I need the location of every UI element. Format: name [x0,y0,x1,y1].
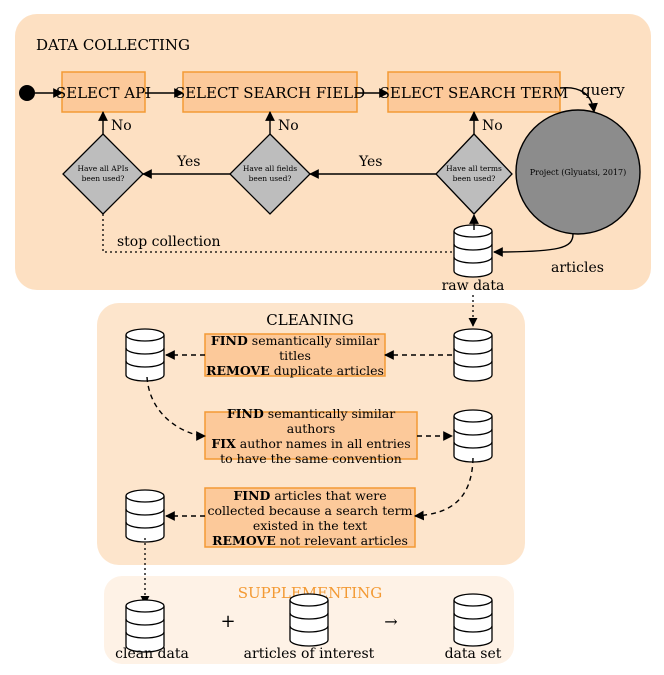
cleaning-step-2-box [204,411,418,460]
cleaning-title: CLEANING [266,311,353,329]
stop-collection-label: stop collection [117,234,221,250]
articles-of-interest-db-icon [289,593,329,647]
select-field-label: SELECT SEARCH FIELD [175,84,365,102]
yes-label-fields: Yes [176,154,201,170]
project-circle [515,109,641,235]
query-label: query [581,81,625,99]
collecting-title: DATA COLLECTING [36,36,190,54]
select-api-label: SELECT API [56,84,151,102]
all-fields-text-1: Have all fields [243,164,297,173]
cleaning-db-icon-left-1 [125,328,165,382]
select-term-box [387,71,561,113]
no-label-api: No [111,118,132,134]
cleaning-db-icon-left-2 [125,489,165,543]
select-term-label: SELECT SEARCH TERM [380,84,569,102]
articles-label: articles [551,260,604,276]
data-set-db-icon [453,593,493,647]
project-label: Project (Glyuatsi, 2017) [530,168,626,177]
all-fields-text-2: been used? [249,174,292,183]
cleaning-step-1-box [204,333,386,377]
yes-label-terms: Yes [358,154,383,170]
select-field-box [182,71,358,113]
clean-data-db-icon [125,599,165,653]
start-dot [19,85,35,101]
articles-of-interest-label: articles of interest [244,646,375,662]
all-terms-text-2: been used? [453,174,496,183]
plus-sign: + [220,611,235,632]
no-label-term: No [482,118,503,134]
raw-data-label: raw data [442,278,505,294]
all-terms-text-1: Have all terms [446,164,502,173]
clean-data-label: clean data [115,646,189,662]
all-apis-text-1: Have all APIs [78,164,129,173]
cleaning-step-3-box [204,487,416,548]
all-fields-decision [229,133,311,215]
select-api-box [61,71,146,113]
no-label-field: No [278,118,299,134]
cleaning-db-icon-right-1 [453,328,493,382]
supplementing-title: SUPPLEMENTING [238,584,383,602]
arrow-sign: → [384,612,397,631]
cleaning-step-3-text: FIND articles that were collected becaus… [207,487,413,548]
raw-data-db-icon [453,224,493,278]
all-apis-text-2: been used? [82,174,125,183]
cleaning-db-icon-right-2 [453,409,493,463]
all-terms-decision [435,133,513,215]
data-set-label: data set [445,646,502,662]
